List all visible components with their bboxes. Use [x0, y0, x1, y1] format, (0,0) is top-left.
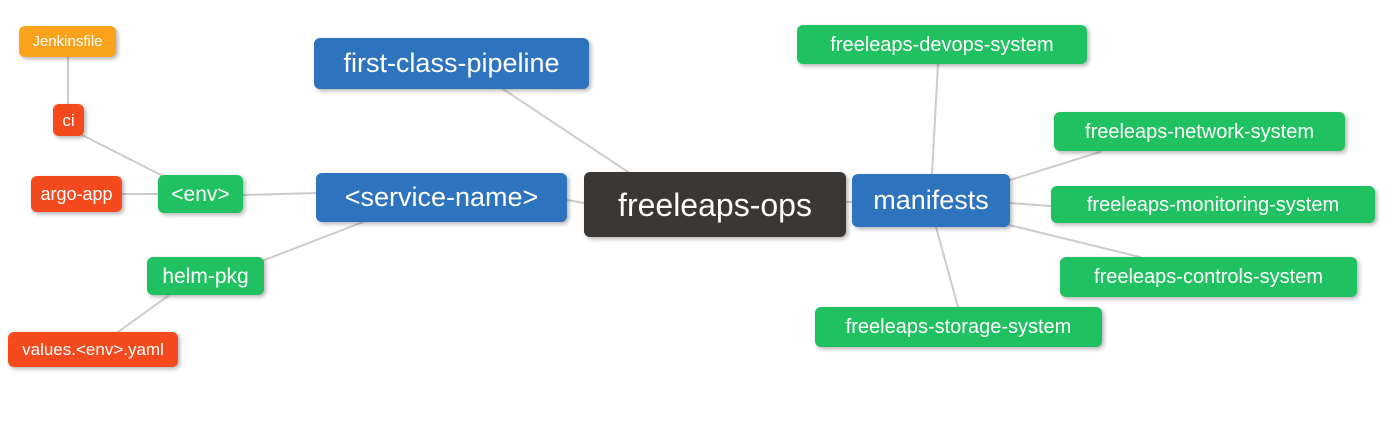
edge-service-name-ops: [566, 199, 585, 204]
node-freeleaps-ops[interactable]: freeleaps-ops: [584, 172, 846, 237]
node-helm-pkg[interactable]: helm-pkg: [147, 257, 264, 295]
edge-manifests-controls: [1008, 224, 1141, 258]
node-first-class-pipeline[interactable]: first-class-pipeline: [314, 38, 589, 89]
edge-manifests-network: [1009, 151, 1101, 181]
node-argo-app[interactable]: argo-app: [31, 176, 122, 212]
node-devops-system[interactable]: freeleaps-devops-system: [797, 25, 1087, 64]
edge-pipeline-ops: [502, 88, 629, 173]
edge-helm-pkg-service-name: [261, 221, 364, 262]
node-service-name[interactable]: <service-name>: [316, 173, 567, 222]
edge-manifests-monitoring: [1009, 202, 1052, 207]
edge-values-helm-pkg: [117, 295, 169, 333]
node-controls-system[interactable]: freeleaps-controls-system: [1060, 257, 1357, 297]
edge-manifests-storage: [935, 226, 959, 308]
node-monitoring-system[interactable]: freeleaps-monitoring-system: [1051, 186, 1375, 223]
edge-manifests-devops: [931, 63, 939, 175]
node-env[interactable]: <env>: [158, 175, 243, 213]
edge-ci-env: [81, 134, 164, 177]
node-storage-system[interactable]: freeleaps-storage-system: [815, 307, 1102, 347]
node-network-system[interactable]: freeleaps-network-system: [1054, 112, 1345, 151]
node-manifests[interactable]: manifests: [852, 174, 1010, 227]
node-jenkinsfile[interactable]: Jenkinsfile: [19, 26, 116, 57]
node-ci[interactable]: ci: [53, 104, 84, 136]
node-values-env-yaml[interactable]: values.<env>.yaml: [8, 332, 178, 367]
edge-env-service-name: [242, 192, 318, 196]
